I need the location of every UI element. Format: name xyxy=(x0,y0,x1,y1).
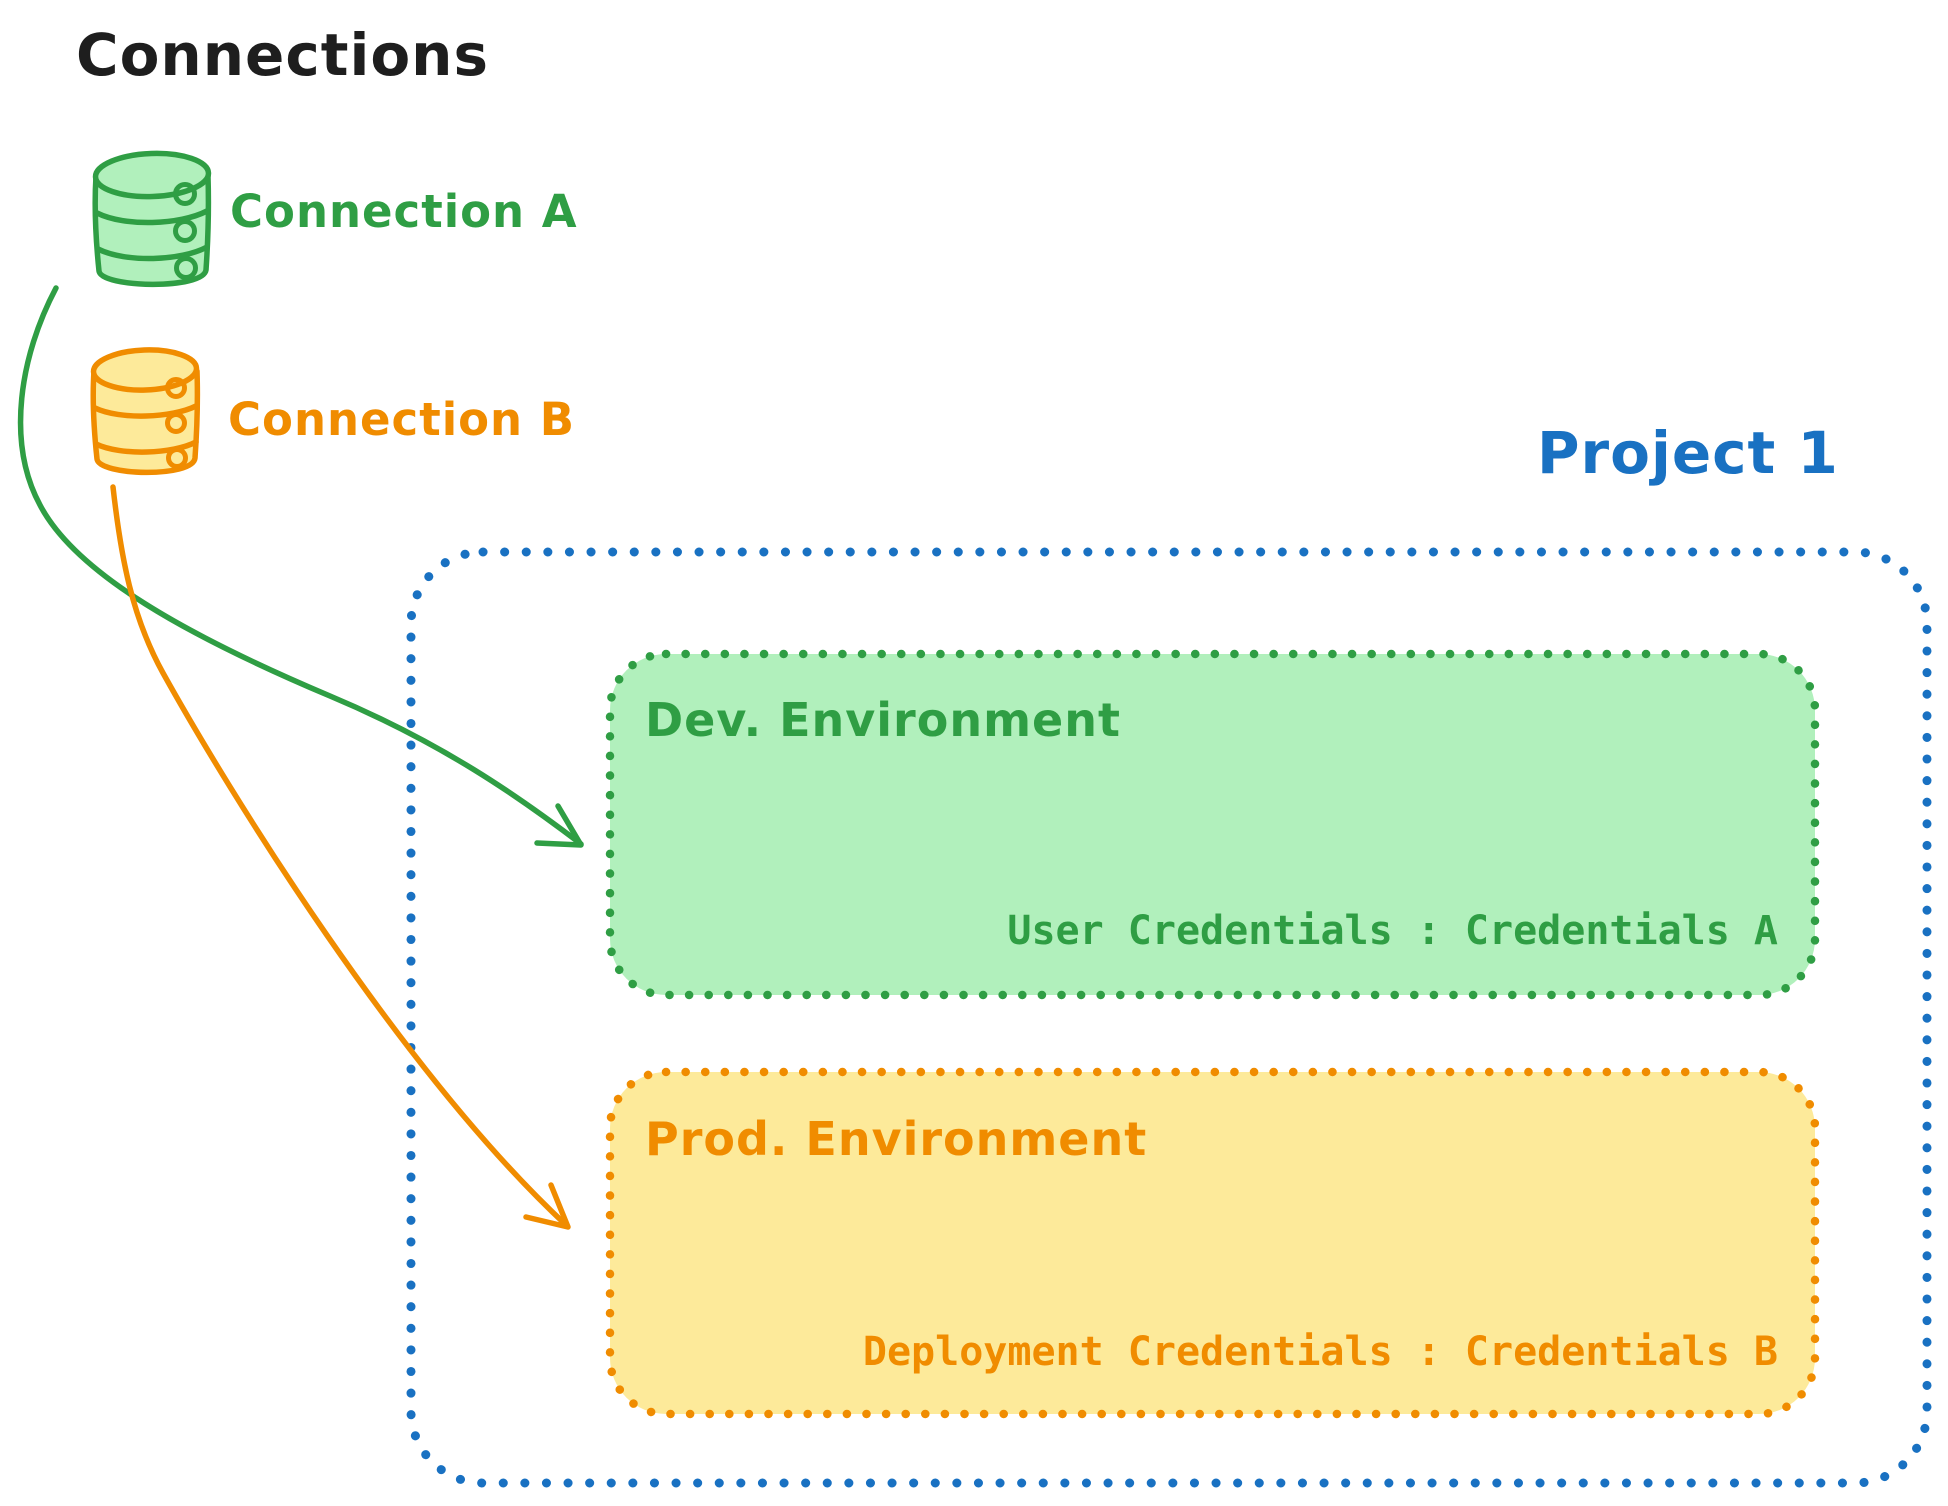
connection-b-database-icon xyxy=(90,347,201,476)
db-b-led xyxy=(165,377,187,399)
dev-environment-credentials: User Credentials : Credentials A xyxy=(1007,908,1778,954)
db-a-led xyxy=(173,182,197,206)
dev-environment-title: Dev. Environment xyxy=(645,693,1121,747)
connection-a-arrow-shaft xyxy=(17,285,584,847)
db-b-led xyxy=(166,447,188,469)
db-b-divider xyxy=(93,439,199,455)
db-a-divider xyxy=(94,208,210,226)
prod-environment-box xyxy=(605,1067,1820,1419)
connection-a-database-icon xyxy=(92,150,212,288)
db-a-divider xyxy=(95,244,210,262)
db-a-led xyxy=(173,219,197,243)
dev-environment-box xyxy=(605,649,1820,1000)
db-b-led xyxy=(165,412,187,434)
connection-b-arrow xyxy=(110,484,571,1230)
diagram-title: Connections xyxy=(76,21,489,89)
connection-a-arrowhead-icon xyxy=(534,803,584,848)
connection-b-arrow-shaft xyxy=(110,484,569,1228)
prod-environment-credentials: Deployment Credentials : Credentials B xyxy=(862,1329,1778,1375)
db-a-led xyxy=(174,256,198,280)
project-box xyxy=(406,547,1932,1488)
connection-a-arrow xyxy=(17,285,584,848)
connection-a-label: Connection A xyxy=(230,185,578,238)
project-label: Project 1 xyxy=(1537,419,1839,487)
prod-environment-title: Prod. Environment xyxy=(645,1112,1148,1166)
db-b-divider xyxy=(92,403,199,419)
connection-b-label: Connection B xyxy=(228,393,576,446)
connection-b-arrowhead-icon xyxy=(523,1182,571,1230)
